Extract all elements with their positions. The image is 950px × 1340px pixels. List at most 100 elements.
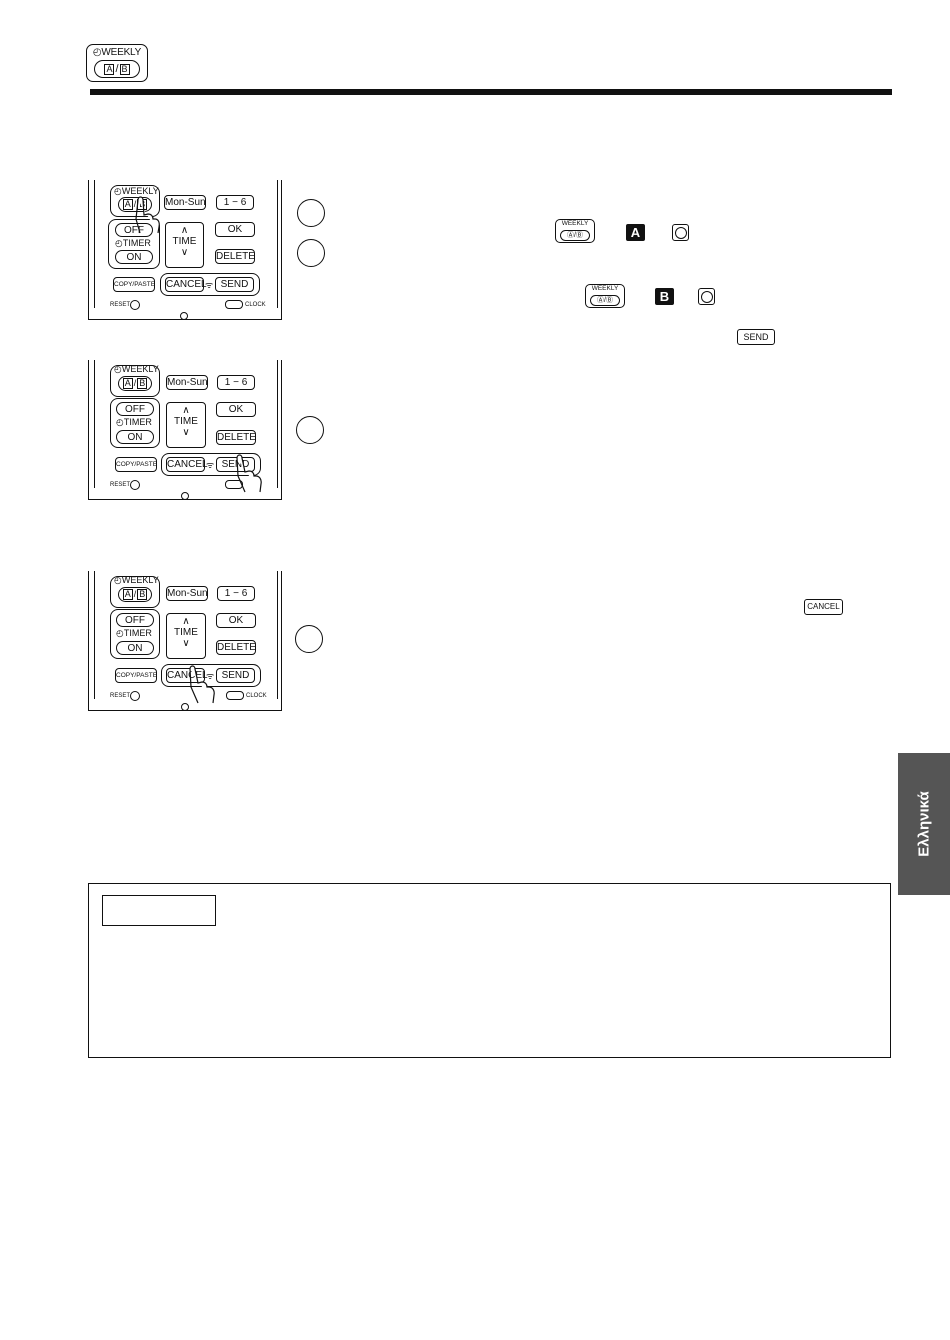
clock-button — [226, 691, 244, 700]
time-label: TIME — [172, 236, 197, 247]
ok-button: OK — [216, 613, 256, 628]
send-button: SEND — [215, 277, 254, 292]
wireless-icon: ᯤ — [206, 460, 215, 470]
chevron-up-icon: ∧ — [182, 405, 190, 416]
language-tab-label: Ελληνικά — [915, 791, 933, 857]
ab-button: A/B — [118, 587, 152, 602]
pointing-hand-icon — [236, 454, 262, 493]
timer-text: TIMER — [122, 238, 151, 248]
key-slash: / — [115, 63, 119, 75]
on-button: ON — [115, 250, 153, 264]
timer-b-indicator-icon: B — [655, 288, 674, 305]
send-key-icon: SEND — [737, 329, 775, 345]
remote-inner-frame — [94, 571, 278, 699]
mon-sun-button: Mon-Sun — [166, 586, 208, 601]
ab-b: B — [137, 378, 148, 389]
timer-text: TIMER — [123, 628, 152, 638]
remote-illustration-send: ◴WEEKLY A/B Mon-Sun 1 − 6 OFF ◴TIMER ON … — [88, 360, 286, 502]
chevron-down-icon: ∨ — [180, 247, 189, 258]
weekly-inline-label-2: WEEKLY — [591, 285, 619, 292]
send-group — [161, 453, 261, 476]
weekly-key-icon: WEEKLY Ⓐ/Ⓑ — [555, 219, 595, 243]
note-label-box — [102, 895, 216, 926]
weekly-label: ◴WEEKLY — [114, 575, 159, 585]
timer-a-indicator-icon: A — [626, 224, 645, 241]
mon-sun-button: Mon-Sun — [164, 195, 206, 210]
step-circle-4 — [295, 625, 323, 653]
ab-a: A — [122, 378, 133, 389]
weekly-label: ◴WEEKLY — [114, 364, 159, 374]
weekly-text: WEEKLY — [121, 186, 159, 196]
reset-label: RESET — [110, 693, 131, 699]
copy-paste-button: COPY/PASTE — [115, 668, 157, 683]
timer-group — [110, 609, 160, 659]
clock-label: CLOCK — [245, 302, 266, 308]
bottom-hole — [180, 312, 188, 320]
weekly-key-text: WEEKLY — [101, 47, 142, 58]
step-circle-2 — [297, 239, 325, 267]
ok-button: OK — [215, 222, 255, 237]
chevron-down-icon: ∨ — [182, 427, 190, 438]
pointing-hand-icon — [135, 196, 160, 234]
clock-label: CLOCK — [246, 693, 267, 699]
cancel-button: CANCEL — [166, 457, 208, 472]
key-a-letter: A — [104, 64, 115, 75]
reset-hole — [130, 480, 140, 490]
on-button: ON — [116, 641, 154, 655]
weekly-key-icon-2: WEEKLY Ⓐ/Ⓑ — [585, 284, 625, 308]
bottom-hole — [181, 703, 189, 711]
step-circle-1 — [297, 199, 325, 227]
bottom-hole — [181, 492, 189, 500]
delete-button: DELETE — [215, 249, 255, 264]
timer-group — [110, 398, 160, 448]
time-label: TIME — [174, 627, 198, 638]
ab-inline-label: Ⓐ/Ⓑ — [560, 230, 590, 241]
chevron-up-icon: ∧ — [182, 616, 190, 627]
delete-button: DELETE — [216, 430, 256, 445]
weekly-group — [110, 185, 160, 217]
ab-a: A — [122, 589, 133, 600]
header-rule — [90, 89, 892, 95]
time-label: TIME — [174, 416, 198, 427]
delete-button: DELETE — [216, 640, 256, 655]
time-button: ∧ TIME ∨ — [165, 222, 204, 268]
copy-paste-button: COPY/PASTE — [115, 457, 157, 472]
reset-hole — [130, 300, 140, 310]
send-group — [161, 664, 261, 687]
timer-clock-icon-2 — [698, 288, 715, 305]
language-tab: Ελληνικά — [898, 753, 950, 895]
send-button: SEND — [216, 457, 255, 472]
ab-inline-label-2: Ⓐ/Ⓑ — [590, 295, 620, 306]
timer-text: TIMER — [123, 417, 152, 427]
off-button: OFF — [116, 613, 154, 627]
timer-label: ◴TIMER — [115, 238, 151, 248]
reset-label: RESET — [110, 302, 131, 308]
pointing-hand-icon — [189, 665, 215, 704]
ab-button: A/B — [118, 376, 152, 391]
ab-key-label: A/B — [94, 60, 140, 78]
weekly-group — [110, 365, 160, 397]
key-b-letter: B — [119, 64, 130, 75]
weekly-inline-label: WEEKLY — [561, 220, 589, 227]
reset-hole — [130, 691, 140, 701]
weekly-label: ◴WEEKLY — [114, 186, 159, 196]
send-button: SEND — [216, 668, 255, 683]
chevron-down-icon: ∨ — [182, 638, 190, 649]
timer-label: ◴TIMER — [116, 417, 152, 427]
copy-paste-button: COPY/PASTE — [113, 277, 155, 292]
off-button: OFF — [116, 402, 154, 416]
timer-clock-icon — [672, 224, 689, 241]
remote-illustration-cancel: ◴WEEKLY A/B Mon-Sun 1 − 6 OFF ◴TIMER ON … — [88, 571, 286, 713]
ok-button: OK — [216, 402, 256, 417]
wireless-icon: ᯤ — [206, 671, 215, 681]
clock-button — [225, 300, 243, 309]
step-circle-3 — [296, 416, 324, 444]
reset-label: RESET — [110, 482, 131, 488]
ab-b: B — [137, 589, 148, 600]
off-button: OFF — [115, 223, 153, 237]
mon-sun-button: Mon-Sun — [166, 375, 208, 390]
wireless-icon: ᯤ — [205, 280, 214, 290]
note-box — [88, 883, 891, 1058]
ab-slash: / — [133, 589, 137, 599]
timer-group — [108, 219, 160, 269]
